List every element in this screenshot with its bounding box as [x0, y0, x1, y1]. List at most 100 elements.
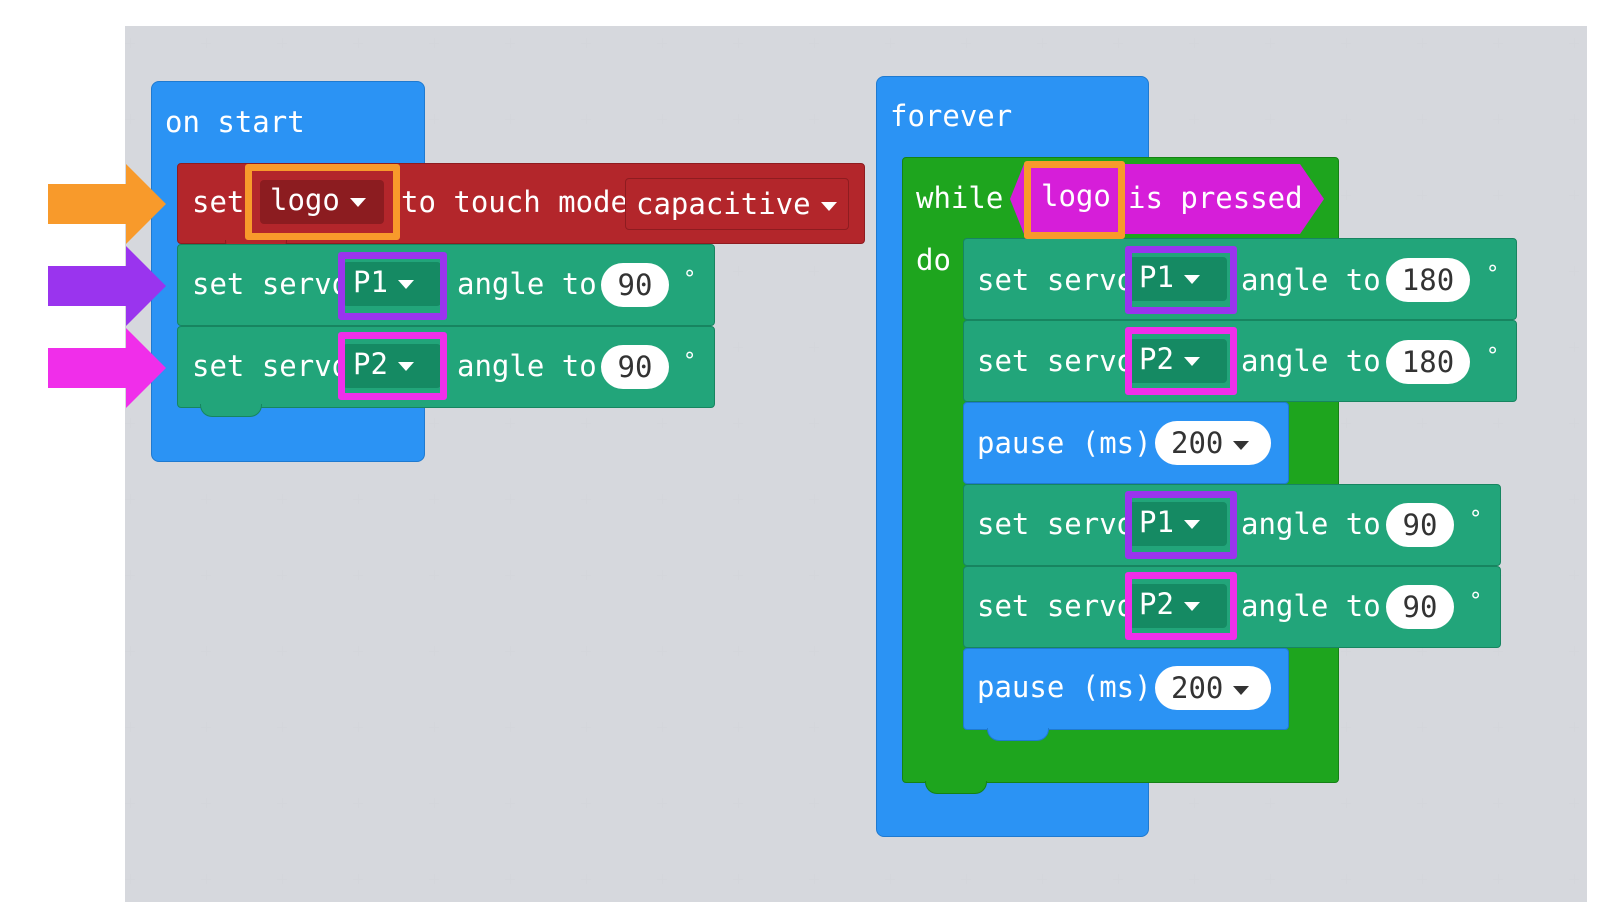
- grid-cross: [657, 722, 667, 732]
- grid-cross: [1493, 798, 1503, 808]
- grid-cross: [1493, 38, 1503, 48]
- angle-input[interactable]: 90: [1386, 585, 1454, 629]
- grid-cross: [733, 418, 743, 428]
- grid-cross: [581, 418, 591, 428]
- grid-cross: [809, 874, 819, 884]
- grid-cross: [505, 38, 515, 48]
- magenta-arrow-icon: [48, 328, 166, 408]
- grid-cross: [581, 646, 591, 656]
- highlight-servo-p1: [1125, 491, 1237, 559]
- angle-to-label: angle to: [1241, 344, 1381, 378]
- angle-to-label: angle to: [1241, 507, 1381, 541]
- grid-cross: [353, 874, 363, 884]
- pause-duration-dropdown[interactable]: 200: [1155, 421, 1271, 465]
- grid-cross: [809, 114, 819, 124]
- touch-pin-dropdown[interactable]: logo: [260, 180, 384, 224]
- degree-symbol: °: [683, 267, 697, 292]
- grid-cross: [1417, 190, 1427, 200]
- servo-pin-dropdown[interactable]: P2: [1129, 339, 1227, 383]
- servo-pin-dropdown[interactable]: P2: [343, 344, 441, 388]
- grid-cross: [429, 570, 439, 580]
- grid-cross: [505, 114, 515, 124]
- set-label: set: [192, 185, 245, 219]
- servo-pin-value: P2: [353, 347, 388, 381]
- grid-cross: [1569, 494, 1579, 504]
- angle-input[interactable]: 180: [1386, 258, 1470, 302]
- servo-pin-value: P2: [1139, 587, 1174, 621]
- grid-cross: [1341, 722, 1351, 732]
- grid-cross: [809, 266, 819, 276]
- grid-cross: [657, 418, 667, 428]
- servo-pin-dropdown[interactable]: P2: [1129, 584, 1227, 628]
- grid-cross: [1493, 874, 1503, 884]
- grid-cross: [1569, 190, 1579, 200]
- grid-cross: [657, 646, 667, 656]
- grid-cross: [657, 798, 667, 808]
- to-touch-mode-label: to touch mode: [401, 185, 628, 219]
- angle-input[interactable]: 90: [601, 345, 669, 389]
- touch-mode-dropdown[interactable]: capacitive: [625, 178, 849, 230]
- touch-pin-value: logo: [270, 183, 340, 217]
- chevron-down-icon: [349, 197, 366, 207]
- grid-cross: [1569, 266, 1579, 276]
- grid-cross: [1189, 874, 1199, 884]
- grid-cross: [1113, 874, 1123, 884]
- grid-cross: [733, 570, 743, 580]
- grid-cross: [733, 114, 743, 124]
- grid-cross: [1569, 798, 1579, 808]
- servo-pin-dropdown[interactable]: P1: [343, 262, 441, 306]
- angle-input[interactable]: 90: [601, 263, 669, 307]
- angle-input[interactable]: 180: [1386, 340, 1470, 384]
- grid-cross: [1341, 798, 1351, 808]
- grid-cross: [1569, 646, 1579, 656]
- grid-cross: [201, 798, 211, 808]
- grid-cross: [1341, 874, 1351, 884]
- grid-cross: [1417, 418, 1427, 428]
- workspace-canvas[interactable]: on start set logo to touch mode capaciti…: [125, 26, 1587, 902]
- grid-cross: [1493, 722, 1503, 732]
- grid-cross: [429, 38, 439, 48]
- grid-cross: [1341, 190, 1351, 200]
- highlight-servo-p1: [338, 252, 447, 320]
- grid-cross: [505, 494, 515, 504]
- grid-cross: [277, 874, 287, 884]
- chevron-down-icon: [397, 361, 414, 371]
- grid-cross: [429, 494, 439, 504]
- grid-cross: [125, 722, 135, 732]
- grid-cross: [809, 38, 819, 48]
- chevron-down-icon: [397, 279, 414, 289]
- grid-cross: [429, 798, 439, 808]
- set-servo-label: set servo: [977, 263, 1135, 297]
- set-servo-label: set servo: [977, 507, 1135, 541]
- grid-cross: [505, 646, 515, 656]
- grid-cross: [657, 494, 667, 504]
- highlight-servo-p1: [1125, 246, 1237, 314]
- grid-cross: [353, 646, 363, 656]
- grid-cross: [1037, 874, 1047, 884]
- servo-pin-dropdown[interactable]: P1: [1129, 257, 1227, 301]
- servo-pin-value: P1: [1139, 260, 1174, 294]
- grid-cross: [1569, 418, 1579, 428]
- grid-cross: [885, 874, 895, 884]
- grid-cross: [1341, 114, 1351, 124]
- angle-input[interactable]: 90: [1386, 503, 1454, 547]
- condition-pin-dropdown[interactable]: logo: [1033, 176, 1117, 220]
- grid-cross: [1417, 38, 1427, 48]
- pause-duration-dropdown[interactable]: 200: [1155, 666, 1271, 710]
- grid-cross: [1417, 722, 1427, 732]
- grid-cross: [809, 798, 819, 808]
- grid-cross: [1037, 38, 1047, 48]
- grid-cross: [1417, 114, 1427, 124]
- grid-cross: [809, 342, 819, 352]
- degree-symbol: °: [1469, 507, 1483, 532]
- grid-cross: [353, 570, 363, 580]
- grid-cross: [809, 722, 819, 732]
- grid-cross: [733, 266, 743, 276]
- servo-pin-dropdown[interactable]: P1: [1129, 502, 1227, 546]
- servo-pin-value: P1: [353, 265, 388, 299]
- grid-cross: [733, 874, 743, 884]
- grid-cross: [1569, 114, 1579, 124]
- grid-cross: [581, 722, 591, 732]
- grid-cross: [1265, 38, 1275, 48]
- grid-cross: [353, 722, 363, 732]
